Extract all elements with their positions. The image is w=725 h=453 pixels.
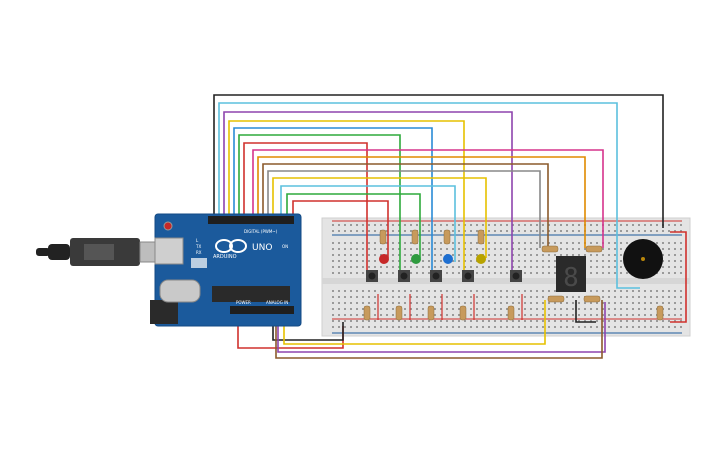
resistors-top bbox=[379, 229, 603, 253]
digital-header-label: DIGITAL (PWM~) bbox=[244, 229, 278, 234]
red-led bbox=[379, 254, 389, 264]
l-label: L bbox=[196, 238, 199, 243]
usb-cable bbox=[36, 238, 159, 266]
board-brand-label: ARDUINO bbox=[213, 254, 237, 260]
wire-yellow bbox=[228, 120, 465, 275]
board-model-label: UNO bbox=[252, 243, 272, 253]
jumper-wires bbox=[213, 94, 687, 359]
wire-pink bbox=[252, 149, 604, 248]
piezo-buzzer bbox=[623, 239, 663, 279]
green-led bbox=[411, 254, 421, 264]
wire-brown-bottom bbox=[275, 300, 603, 359]
wire-orange bbox=[257, 156, 586, 248]
wire-yellow-bottom bbox=[283, 300, 546, 345]
resistors-bottom bbox=[363, 295, 664, 321]
seven-segment-display: 8 bbox=[556, 256, 586, 293]
rx-label: RX bbox=[196, 250, 202, 255]
wire-green bbox=[238, 134, 401, 275]
wire-black bbox=[213, 94, 664, 228]
breadboard bbox=[321, 217, 691, 337]
wire-light-blue-2 bbox=[280, 185, 456, 262]
arduino-uno: UNO ARDUINO DIGITAL (PWM~) POWER ANALOG … bbox=[150, 213, 302, 327]
on-label: ON bbox=[282, 244, 288, 249]
seven-segment-digit: 8 bbox=[563, 263, 579, 293]
blue-led bbox=[443, 254, 453, 264]
wire-light-blue bbox=[218, 102, 640, 289]
wire-red-right bbox=[670, 231, 687, 323]
tx-label: TX bbox=[195, 244, 201, 249]
leds bbox=[379, 254, 486, 264]
wire-red-2 bbox=[292, 200, 389, 258]
ground-jumpers bbox=[377, 294, 523, 320]
analog-header-label: ANALOG IN bbox=[266, 300, 288, 305]
wire-purple bbox=[223, 111, 513, 275]
wire-black-gnd bbox=[272, 322, 344, 341]
yellow-led bbox=[476, 254, 486, 264]
wire-red bbox=[243, 142, 368, 275]
wire-blue bbox=[233, 127, 433, 275]
wire-gray bbox=[267, 170, 541, 248]
wire-yellow-2 bbox=[272, 177, 487, 258]
push-buttons bbox=[366, 270, 522, 282]
wire-purple-bottom bbox=[277, 302, 606, 353]
wire-brown bbox=[262, 163, 549, 248]
power-header-label: POWER bbox=[236, 300, 251, 305]
wire-green-2 bbox=[286, 193, 421, 258]
wire-black-7seg bbox=[575, 300, 596, 323]
